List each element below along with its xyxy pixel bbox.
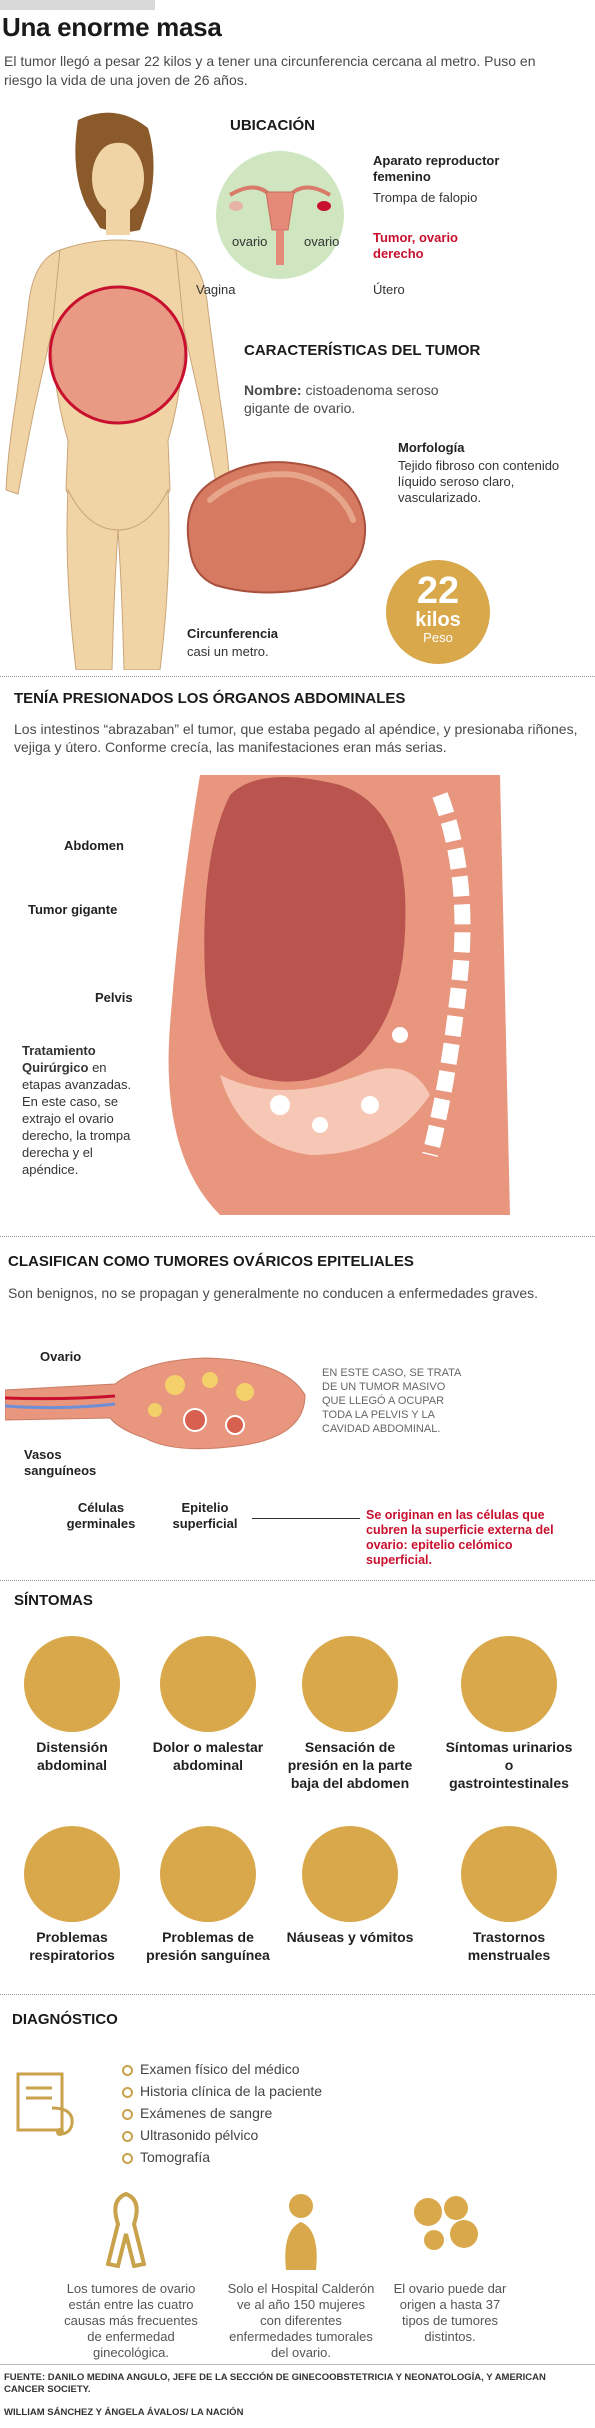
sintoma-label: Trastornos menstruales bbox=[467, 1929, 551, 1963]
aparato-label: Aparato reproductor femenino bbox=[373, 153, 500, 184]
tumor-illustration bbox=[186, 461, 367, 594]
sintoma-label: Distensión abdominal bbox=[36, 1739, 108, 1773]
weight-badge: 22 kilos Peso bbox=[386, 560, 490, 664]
morfologia-value: Tejido fibroso con contenido líquido ser… bbox=[398, 458, 560, 505]
weight-unit: kilos bbox=[415, 609, 461, 631]
divider bbox=[0, 1994, 595, 1995]
bullet-icon bbox=[122, 2131, 133, 2142]
vagina-label: Vagina bbox=[196, 282, 236, 297]
pelvis-label: Pelvis bbox=[95, 990, 133, 1005]
nauseas-icon bbox=[302, 1826, 398, 1922]
clipboard-icon bbox=[16, 2072, 74, 2136]
ribbon-icon bbox=[106, 2191, 146, 2268]
bullet-icon bbox=[122, 2087, 133, 2098]
abdomen-cross-section bbox=[168, 775, 510, 1215]
list-item: Exámenes de sangre bbox=[122, 2102, 322, 2124]
divider bbox=[0, 1580, 595, 1581]
respiratorios-icon bbox=[24, 1826, 120, 1922]
cells-icon bbox=[414, 2196, 478, 2250]
source-text: FUENTE: DANILO MEDINA ANGULO, JEFE DE LA… bbox=[4, 2372, 546, 2395]
presion-icon bbox=[302, 1636, 398, 1732]
divider bbox=[0, 676, 595, 677]
diagnostico-heading: DIAGNÓSTICO bbox=[12, 2011, 118, 2028]
tratamiento-value: en etapas avanzadas. En este caso, se ex… bbox=[22, 1060, 132, 1177]
tumor-location-label: Tumor, ovario derecho bbox=[373, 230, 458, 261]
ovario-label: Ovario bbox=[40, 1349, 82, 1364]
list-item: Ultrasonido pélvico bbox=[122, 2124, 322, 2146]
sintoma-label: Problemas de presión sanguínea bbox=[146, 1929, 270, 1963]
bullet-icon bbox=[122, 2109, 133, 2120]
origen-text: Se originan en las células que cubren la… bbox=[366, 1508, 554, 1567]
body-illustration bbox=[5, 112, 230, 670]
intro-text: El tumor llegó a pesar 22 kilos y a tene… bbox=[4, 53, 536, 88]
urinarios-icon bbox=[461, 1636, 557, 1732]
sintoma-label: Náuseas y vómitos bbox=[286, 1929, 414, 1945]
fact-text: Solo el Hospital Calderón ve al año 150 … bbox=[227, 2281, 375, 2360]
utero-label: Útero bbox=[373, 282, 405, 297]
sintoma-label: Sensación de presión en la parte baja de… bbox=[287, 1739, 413, 1791]
fact-text: Los tumores de ovario están entre las cu… bbox=[64, 2281, 198, 2360]
authors-text: WILLIAM SÁNCHEZ Y ÁNGELA ÁVALOS/ LA NACI… bbox=[4, 2407, 244, 2418]
dolor-icon bbox=[160, 1636, 256, 1732]
abdomen-text: Los intestinos “abrazaban” el tumor, que… bbox=[14, 721, 578, 755]
trompa-label: Trompa de falopio bbox=[373, 190, 478, 205]
nombre-label: Nombre: bbox=[244, 382, 302, 398]
tumor-gigante-label: Tumor gigante bbox=[28, 902, 118, 917]
presion-sanguinea-icon bbox=[160, 1826, 256, 1922]
list-item-label: Ultrasonido pélvico bbox=[140, 2127, 259, 2143]
ovario-left-label: ovario bbox=[232, 234, 268, 249]
bullet-icon bbox=[122, 2153, 133, 2164]
reproductive-system-illustration bbox=[216, 151, 344, 279]
list-item: Tomografía bbox=[122, 2146, 322, 2168]
clasif-note: EN ESTE CASO, SE TRATA DE UN TUMOR MASIV… bbox=[322, 1367, 461, 1435]
divider bbox=[0, 2364, 595, 2365]
sintomas-heading: SÍNTOMAS bbox=[14, 1592, 93, 1609]
sintoma-label: Problemas respiratorios bbox=[29, 1929, 115, 1963]
circunferencia-value: casi un metro. bbox=[187, 644, 269, 659]
nombre-value: cistoadenoma seroso gigante de ovario. bbox=[244, 382, 439, 416]
nombre-text: Nombre: cistoadenoma seroso gigante de o… bbox=[244, 381, 474, 417]
woman-icon bbox=[285, 2194, 317, 2270]
page-title: Una enorme masa bbox=[2, 12, 222, 42]
arrow-line bbox=[252, 1518, 360, 1519]
weight-label: Peso bbox=[423, 630, 453, 645]
sintoma-label: Síntomas urinarios o gastrointestinales bbox=[445, 1739, 573, 1791]
divider bbox=[0, 1236, 595, 1237]
ovario-right-label: ovario bbox=[304, 234, 340, 249]
distension-icon bbox=[24, 1636, 120, 1732]
weight-number: 22 bbox=[416, 570, 460, 612]
list-item-label: Tomografía bbox=[140, 2149, 211, 2165]
list-item-label: Historia clínica de la paciente bbox=[140, 2083, 323, 2099]
ovary-illustration bbox=[5, 1357, 306, 1450]
clasif-heading: CLASIFICAN COMO TUMORES OVÁRICOS EPITELI… bbox=[8, 1253, 414, 1270]
tratamiento-label: Tratamiento Quirúrgico bbox=[22, 1043, 96, 1075]
ubicacion-heading: UBICACIÓN bbox=[230, 117, 315, 134]
bullet-icon bbox=[122, 2065, 133, 2076]
menstruales-icon bbox=[461, 1826, 557, 1922]
diagnostico-list: Examen físico del médico Historia clínic… bbox=[122, 2058, 322, 2168]
sintoma-label: Dolor o malestar abdominal bbox=[152, 1739, 264, 1773]
celulas-label: Células germinales bbox=[66, 1500, 136, 1531]
abdomen-heading: TENÍA PRESIONADOS LOS ÓRGANOS ABDOMINALE… bbox=[14, 690, 406, 707]
tratamiento-text: Tratamiento Quirúrgico en etapas avanzad… bbox=[22, 1042, 147, 1178]
epitelio-label: Epitelio superficial bbox=[172, 1500, 238, 1531]
list-item: Historia clínica de la paciente bbox=[122, 2080, 322, 2102]
vasos-label: Vasos sanguíneos bbox=[24, 1447, 97, 1478]
morfologia-label: Morfología bbox=[398, 440, 465, 455]
clasif-text: Son benignos, no se propagan y generalme… bbox=[8, 1285, 539, 1301]
list-item-label: Exámenes de sangre bbox=[140, 2105, 273, 2121]
list-item: Examen físico del médico bbox=[122, 2058, 322, 2080]
abdomen-label: Abdomen bbox=[64, 838, 124, 853]
top-bar bbox=[0, 0, 155, 10]
fact-text: El ovario puede dar origen a hasta 37 ti… bbox=[393, 2281, 507, 2344]
circunferencia-label: Circunferencia bbox=[187, 626, 279, 641]
list-item-label: Examen físico del médico bbox=[140, 2061, 300, 2077]
caracteristicas-heading: CARACTERÍSTICAS DEL TUMOR bbox=[244, 342, 481, 359]
